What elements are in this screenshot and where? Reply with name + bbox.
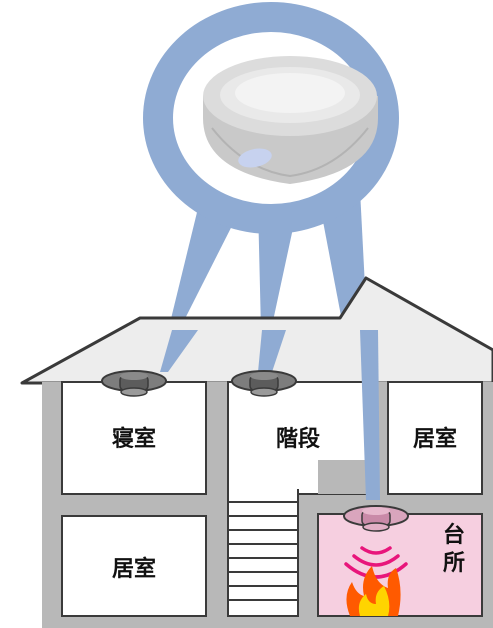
- room-living-upper: [387, 381, 483, 495]
- label-kitchen-2: 所: [443, 551, 465, 576]
- detector-callout: [143, 2, 399, 500]
- label-living-upper: 居室: [413, 426, 457, 452]
- detector-bedroom: [101, 370, 167, 397]
- alarm-sound-waves-icon: [344, 546, 408, 579]
- label-stairs: 階段: [276, 426, 320, 452]
- smoke-detector-icon: [203, 56, 378, 184]
- stairwell-lower: [227, 489, 299, 617]
- roof: [20, 276, 493, 385]
- label-living-lower: 居室: [112, 556, 156, 582]
- room-bedroom: [61, 381, 207, 495]
- label-kitchen-1: 台: [443, 522, 465, 548]
- room-living-lower: [61, 515, 207, 617]
- detector-stairs: [231, 370, 297, 397]
- label-bedroom: 寝室: [112, 426, 156, 452]
- stairs-icon: [228, 501, 298, 601]
- house: [20, 276, 493, 628]
- detector-kitchen: [343, 505, 409, 532]
- fire-icon: [346, 566, 401, 616]
